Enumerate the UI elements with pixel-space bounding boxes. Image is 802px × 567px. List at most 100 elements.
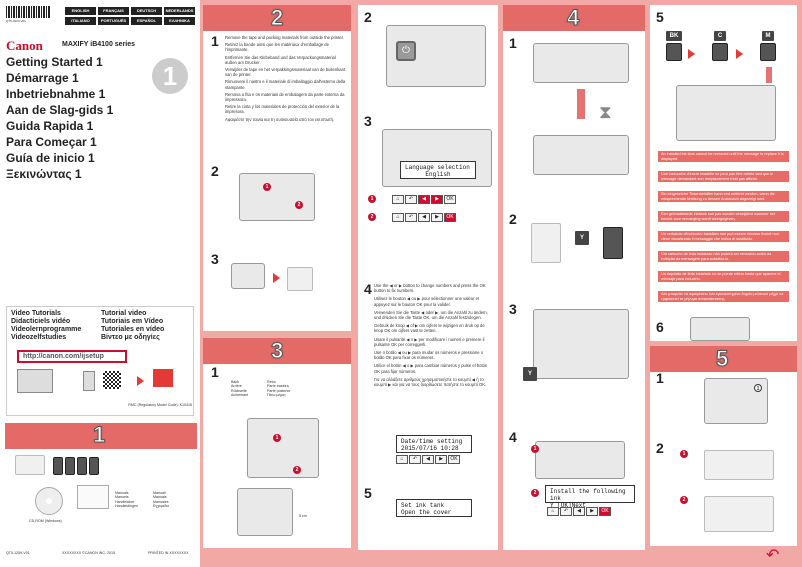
section1-band xyxy=(5,423,197,449)
back-key-icon[interactable]: ↶ xyxy=(560,507,572,516)
instr-el: Για να αλλάξετε αριθμούς χρησιμοποιήστε … xyxy=(374,376,487,388)
manual-fr: Manuels xyxy=(115,495,129,500)
label-piso-meros: Πίσω μέρος xyxy=(267,393,286,398)
ink-tank-m xyxy=(760,43,776,61)
marker-2: 2 xyxy=(295,201,303,209)
home-key-icon[interactable]: ⌂ xyxy=(392,213,404,222)
lcd-install-line2: Y [OK]Next xyxy=(550,502,587,509)
right-key-icon[interactable]: ▶ xyxy=(435,455,447,464)
footer-mid: XXXXXXXX ©CANON INC. 2015 xyxy=(62,551,115,555)
left-key-icon[interactable]: ◀ xyxy=(418,213,430,222)
section2b-step-label: 2 xyxy=(364,9,372,25)
printer-install-illustration xyxy=(535,441,625,479)
section2a-step3: 3 xyxy=(211,251,219,267)
left-key-icon[interactable]: ◀ xyxy=(422,455,434,464)
printer-red-icon xyxy=(153,369,173,387)
model-name: MAXIFY iB4100 series xyxy=(62,41,136,48)
section4-band xyxy=(503,5,645,31)
barcode-text: QT5-0123-V01 xyxy=(6,19,26,23)
lcd-language-line1: Language selection xyxy=(405,164,470,171)
warning-de: Ein eingesetzter Tintenbehälter kann ers… xyxy=(658,191,789,203)
page-turn-icon: ↶ xyxy=(766,547,780,564)
home-key-icon[interactable]: ⌂ xyxy=(547,507,559,516)
video-label-it: Tutorial video xyxy=(101,310,147,317)
packing-illustration xyxy=(231,263,265,289)
left-key-icon[interactable]: ◀ xyxy=(418,195,430,204)
instr-pt: Remova a fita e os materiais de embalage… xyxy=(225,91,345,103)
setup-url[interactable]: http://canon.com/ijsetup xyxy=(17,350,127,363)
manual-nl: Handleidingen xyxy=(115,504,138,509)
video-label-pt: Tutoriais em Vídeo xyxy=(101,318,164,325)
lang-italiano: ITALIANO xyxy=(65,17,96,25)
lcd-install-ink: Install the following ink Y [OK]Next xyxy=(545,485,635,509)
left-key-icon[interactable]: ◀ xyxy=(573,507,585,516)
keypad-row-1: ⌂↶◀▶OK xyxy=(392,195,456,204)
lcd-datetime-line1: Date/time setting xyxy=(401,438,463,445)
section3-number: 3 xyxy=(270,338,284,364)
section5b-number: 5 xyxy=(715,346,729,372)
section2a-instructions: Remove the tape and packing materials fr… xyxy=(225,35,347,122)
cd-icon xyxy=(35,487,63,515)
printer-cover-illustration xyxy=(533,135,629,175)
instr-el: Αφαιρέστε την ταινία και τη συσκευασία α… xyxy=(225,116,335,122)
marker-1: 1 xyxy=(273,434,281,442)
ok-key[interactable]: OK xyxy=(444,213,456,222)
section2b-step5: 5 xyxy=(364,485,372,501)
marker-1: 1 xyxy=(531,445,539,453)
footer-right: PRINTED IN XXXXXXXX xyxy=(148,551,189,555)
ok-key[interactable]: OK xyxy=(599,507,611,516)
title-en: Getting Started 1 xyxy=(6,55,103,69)
instr-it: Usare il pulsante ◀ o ▶ per modificare i… xyxy=(374,336,485,347)
section5b-panel: 5 1 1 2 1 2 xyxy=(650,346,797,546)
video-label-el: Βίντεο με οδηγίες xyxy=(101,334,160,341)
title-it: Guida Rapida 1 xyxy=(6,119,94,133)
ink-tank-1 xyxy=(53,457,63,475)
canon-logo: Canon xyxy=(6,38,43,53)
lang-deutsch: DEUTSCH xyxy=(131,7,162,15)
qr-code xyxy=(103,371,121,389)
back-key-icon[interactable]: ↶ xyxy=(405,213,417,222)
ok-key[interactable]: OK xyxy=(444,195,456,204)
warning-es: Un depósito de tinta instalado no se pue… xyxy=(658,271,789,283)
label-parte-traseira: Parte traseira xyxy=(267,384,289,389)
down-arrow-icon xyxy=(577,89,585,119)
manual-de: Handbücher xyxy=(115,499,135,504)
warning-nl: Een geïnstalleerde inkttank kan pas word… xyxy=(658,211,789,223)
right-key-icon[interactable]: ▶ xyxy=(431,213,443,222)
power-button-icon[interactable]: ⏻ xyxy=(396,41,416,61)
title-nl: Aan de Slag-gids 1 xyxy=(6,103,114,117)
marker-1: 1 xyxy=(754,384,762,392)
home-key-icon[interactable]: ⌂ xyxy=(396,455,408,464)
printer-side-illustration xyxy=(237,488,293,536)
section4-number: 4 xyxy=(566,5,580,31)
video-label-de: Videolernprogramme xyxy=(11,326,82,333)
section2a-panel: 2 1 Remove the tape and packing material… xyxy=(203,5,351,331)
section5a-step6: 6 xyxy=(656,319,664,335)
video-label-en: Video Tutorials xyxy=(11,310,61,317)
lcd-language: Language selection English xyxy=(400,161,476,179)
instr-es: Retire la cinta y los materiales de prot… xyxy=(225,104,340,115)
section2a-step2: 2 xyxy=(211,163,219,179)
back-key-icon[interactable]: ↶ xyxy=(409,455,421,464)
section2a-number: 2 xyxy=(270,5,284,31)
title-el: Ξεκινώντας 1 xyxy=(6,167,82,181)
section3-panel: 3 1 Back Arrière Rückseite Achterkant Re… xyxy=(203,338,351,548)
title-es: Guía de inicio 1 xyxy=(6,151,95,165)
manual-en: Manuals xyxy=(115,491,129,495)
video-tutorials-box: Video Tutorials Didacticiels vidéo Video… xyxy=(6,306,194,416)
back-key-icon[interactable]: ↶ xyxy=(405,195,417,204)
right-key-icon[interactable]: ▶ xyxy=(586,507,598,516)
right-key-icon[interactable]: ▶ xyxy=(431,195,443,204)
marker-2: 2 xyxy=(531,489,539,497)
warning-fr: Une cartouche d'encre installée ne peut … xyxy=(658,171,789,183)
ink-tank-3 xyxy=(77,457,87,475)
section1-panel: 1 CD-ROM (Windows) Manuals Manuels Handb… xyxy=(5,423,197,543)
home-key-icon[interactable]: ⌂ xyxy=(392,195,404,204)
marker-1: 1 xyxy=(263,183,271,191)
lcd-ink-tank: Set ink tank Open the cover xyxy=(396,499,472,517)
instr-pt: Use o botão ◀ ou ▶ para mudar os números… xyxy=(374,350,484,361)
instr-es: Utilice el botón ◀ o ▶ para cambiar núme… xyxy=(374,363,488,374)
lang-nederlands: NEDERLANDS xyxy=(164,7,195,15)
ok-key[interactable]: OK xyxy=(448,455,460,464)
section3-band xyxy=(203,338,351,364)
